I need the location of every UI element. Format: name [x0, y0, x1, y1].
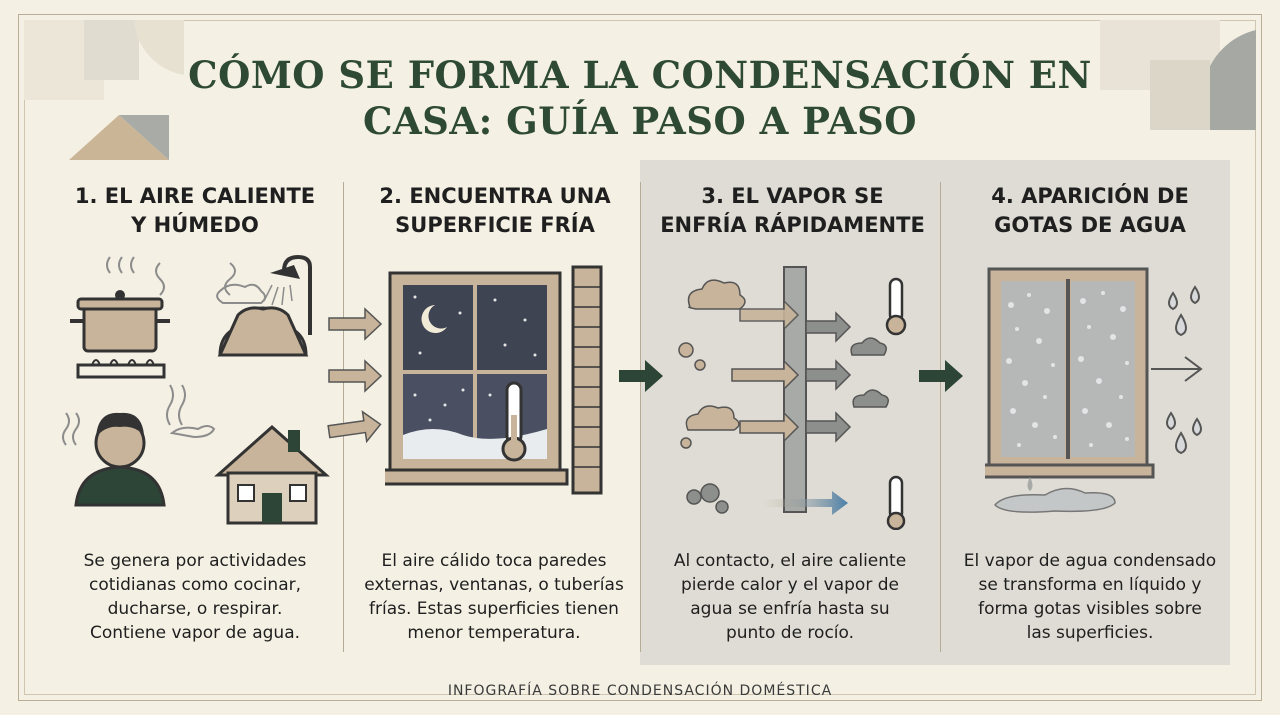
step-4-description-line-3: forma gotas visibles sobre [978, 599, 1202, 619]
step-2-title-line-1: 2. ENCUENTRA UNA [379, 184, 611, 208]
step-1-description-line-1: Se genera por actividades [83, 551, 307, 571]
column-divider-2 [640, 182, 641, 652]
step-3-illustration [678, 266, 907, 530]
step-1-title: 1. EL AIRE CALIENTE Y HÚMEDO [50, 182, 340, 240]
step-3-title-line-1: 3. EL VAPOR SE [701, 184, 884, 208]
thermometer-icon [885, 277, 907, 530]
arrow-icon [919, 360, 963, 392]
step-1-description: Se genera por actividades cotidianas com… [50, 549, 340, 645]
step-2-title-line-2: SUPERFICIE FRÍA [395, 213, 595, 237]
step-2-description: El aire cálido toca paredes externas, ve… [348, 549, 640, 645]
step-3-title: 3. EL VAPOR SE ENFRÍA RÁPIDAMENTE [645, 182, 940, 240]
step-3-description-line-2: pierde calor y el vapor de [681, 575, 899, 595]
person-icon [62, 384, 216, 507]
step-1-description-line-2: cotidianas como cocinar, [88, 575, 302, 595]
step-1-title-line-2: Y HÚMEDO [131, 213, 259, 237]
steam-cloud-icon [678, 279, 746, 449]
step-4-description-line-2: se transforma en líquido y [978, 575, 1202, 595]
step-2-description-line-3: frías. Estas superficies tienen [369, 599, 619, 619]
step-3-title-line-2: ENFRÍA RÁPIDAMENTE [660, 213, 925, 237]
step-4-title: 4. APARICIÓN DE GOTAS DE AGUA [945, 182, 1235, 240]
title-line-1: CÓMO SE FORMA LA CONDENSACIÓN EN [188, 53, 1092, 97]
title-line-2: CASA: GUÍA PASO A PASO [363, 99, 917, 143]
step-4-description-line-4: las superficies. [1026, 623, 1154, 643]
step-2-description-line-1: El aire cálido toca paredes [381, 551, 607, 571]
thermometer-icon [501, 381, 527, 462]
step-2-illustration [385, 265, 603, 495]
step-3-description: Al contacto, el aire caliente pierde cal… [645, 549, 935, 645]
arrow-icon [619, 360, 663, 392]
condensation-window-icon [985, 267, 1155, 479]
step-4-title-line-1: 4. APARICIÓN DE [991, 184, 1189, 208]
water-drop-icon [1166, 285, 1202, 455]
step-1-title-line-1: 1. EL AIRE CALIENTE [74, 184, 316, 208]
step-2-description-line-2: externas, ventanas, o tuberías [364, 575, 624, 595]
column-divider-3 [940, 182, 941, 652]
step-3-description-line-3: agua se enfría hasta su [690, 599, 890, 619]
column-divider-1 [343, 182, 344, 652]
step-4-title-line-2: GOTAS DE AGUA [994, 213, 1186, 237]
step-3-description-line-1: Al contacto, el aire caliente [673, 551, 907, 571]
inner-frame [24, 20, 1256, 695]
step-4-description-line-1: El vapor de agua condensado [963, 551, 1217, 571]
decorative-shapes-right [1100, 20, 1256, 130]
outer-frame [18, 14, 1262, 701]
step-3-description-line-4: punto de rocío. [725, 623, 855, 643]
step-2-title: 2. ENCUENTRA UNA SUPERFICIE FRÍA [350, 182, 640, 240]
arrow-icon [327, 307, 383, 444]
step-4-description: El vapor de agua condensado se transform… [945, 549, 1235, 645]
house-icon [214, 424, 330, 525]
warm-air-arrows [327, 307, 383, 444]
step-1-description-line-3: ducharse, o respirar. [107, 599, 283, 619]
decorative-shapes-left [24, 20, 184, 160]
step-4-illustration [985, 267, 1203, 513]
shower-icon [216, 255, 312, 357]
step-1-illustration [62, 255, 330, 525]
step-1-description-line-4: Contiene vapor de agua. [89, 623, 301, 643]
step-2-description-line-4: menor temperatura. [407, 623, 581, 643]
brick-wall-icon [571, 265, 603, 495]
puddle-icon [993, 477, 1116, 513]
cooking-pot-icon [70, 256, 170, 379]
page-title: CÓMO SE FORMA LA CONDENSACIÓN EN CASA: G… [140, 52, 1140, 144]
window-night-icon [385, 271, 569, 486]
footer-caption: INFOGRAFÍA SOBRE CONDENSACIÓN DOMÉSTICA [447, 683, 833, 699]
